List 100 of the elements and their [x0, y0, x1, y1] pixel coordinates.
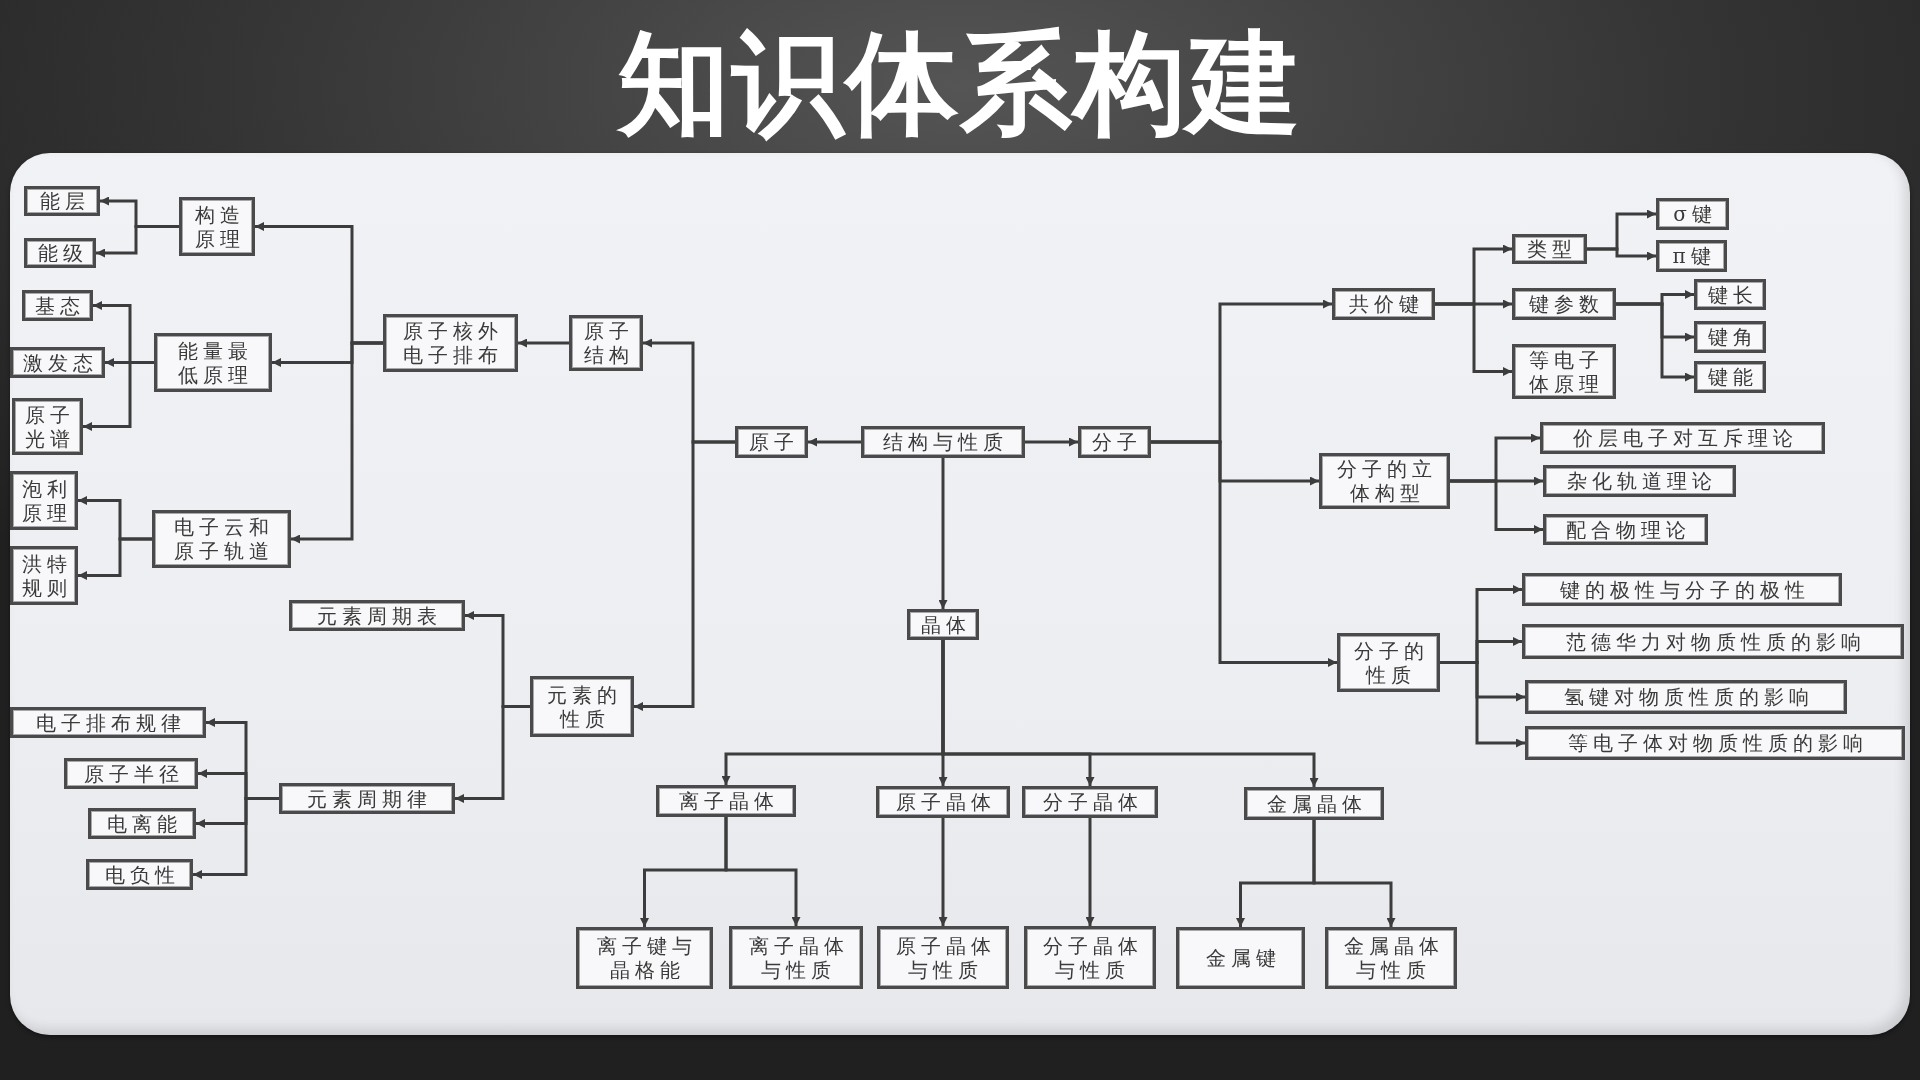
concept-box: [10, 546, 78, 605]
concept-box: [1244, 787, 1384, 820]
concept-label: 离子晶体与性质: [747, 933, 849, 982]
concept-box: [1525, 726, 1905, 760]
concept-label: 分子的立体构型: [1336, 457, 1438, 505]
concept-box: [1656, 198, 1729, 230]
concept-box: [1694, 321, 1766, 353]
concept-box: [907, 609, 979, 640]
concept-box: [86, 859, 193, 890]
concept-label: 激发态: [21, 350, 98, 375]
concept-label: 等电子体对物质性质的影响: [1566, 731, 1868, 755]
arrow: [291, 341, 383, 544]
concept-box: [1525, 680, 1847, 714]
concept-label: 金属晶体: [1265, 791, 1367, 816]
concept-label: 离子键与晶格能: [596, 934, 698, 982]
concept-label: 能级: [36, 241, 88, 265]
arrow: [1025, 437, 1078, 447]
concept-label: 泡利原理: [20, 476, 72, 525]
arrow: [96, 225, 179, 258]
arrow: [938, 818, 948, 926]
concept-label: 金属键: [1204, 946, 1281, 970]
concept-label: 共价键: [1347, 292, 1424, 316]
title: 知识体系构建: [618, 22, 1302, 146]
arrow: [724, 817, 801, 926]
concept-box: [735, 426, 808, 458]
concept-box: [576, 927, 713, 989]
concept-label: 杂化轨道理论: [1566, 469, 1717, 493]
arrow: [808, 437, 861, 447]
concept-label: 键角: [1706, 325, 1758, 349]
concept-box: [1522, 624, 1904, 659]
concept-box: [279, 783, 455, 814]
concept-box: [1337, 633, 1440, 692]
arrow: [518, 338, 569, 348]
concept-label: 原子半径: [82, 761, 184, 786]
concept-box: [1694, 361, 1766, 393]
concept-box: [10, 471, 78, 530]
arrow: [1312, 820, 1396, 927]
concept-label: 氢键对物质性质的影响: [1562, 685, 1814, 709]
concept-label: 金属晶体与性质: [1342, 934, 1444, 982]
concept-label: 键长: [1706, 282, 1758, 307]
concept-box: [1543, 465, 1736, 497]
concept-label: 能量最低原理: [177, 338, 254, 387]
concept-label: σ键: [1672, 202, 1717, 226]
concept-box: [1656, 240, 1727, 272]
arrow: [1085, 818, 1095, 926]
concept-box: [876, 786, 1010, 818]
arrow: [1587, 247, 1656, 261]
concept-box: [729, 926, 863, 989]
concept-box: [1512, 288, 1616, 320]
concept-label: 电负性: [103, 862, 180, 887]
concept-label: 分子晶体: [1041, 790, 1143, 814]
concept-box: [877, 926, 1009, 989]
arrow: [941, 640, 1319, 787]
arrow: [455, 705, 530, 803]
concept-label: 配合物理论: [1564, 517, 1691, 542]
arrow: [1435, 302, 1512, 376]
concept-label: 分子晶体与性质: [1041, 933, 1143, 982]
concept-label: 元素的性质: [546, 682, 623, 731]
arrow: [1450, 479, 1543, 534]
concept-label: 基态: [34, 293, 85, 318]
concept-box: [24, 238, 96, 268]
concept-label: 晶体: [919, 612, 971, 637]
concept-label: 原子核外电子排布: [402, 319, 504, 367]
concept-box: [1543, 514, 1708, 545]
arrow: [83, 361, 154, 431]
arrow: [1440, 661, 1525, 748]
concept-box: [10, 707, 206, 738]
concept-label: 构造原理: [193, 202, 245, 251]
concept-box: [1325, 927, 1457, 989]
concept-box: [289, 600, 465, 631]
arrow: [634, 440, 735, 711]
concept-label: 原子晶体与性质: [894, 933, 996, 982]
concept-box: [1540, 422, 1825, 454]
concept-box: [1512, 344, 1616, 399]
concept-label: 能层: [38, 189, 90, 213]
concept-label: 原子光谱: [24, 402, 76, 451]
concept-box: [64, 758, 198, 789]
concept-box: [1512, 234, 1587, 264]
concept-label: 分子: [1091, 430, 1142, 454]
concept-label: 洪特规则: [20, 551, 72, 600]
concept-box: [88, 808, 196, 839]
concept-label: 电离能: [106, 811, 182, 836]
concept-label: 结构与性质: [882, 430, 1008, 454]
concept-box: [1176, 927, 1305, 989]
arrow: [193, 797, 279, 879]
concept-label: 离子晶体: [677, 789, 779, 813]
concept-box: [12, 398, 83, 455]
concept-box: [1022, 786, 1158, 818]
concept-box: [154, 333, 272, 392]
concept-box: [1024, 926, 1156, 989]
concept-box: [656, 785, 796, 817]
concept-box: [1319, 453, 1450, 509]
arrow: [1616, 302, 1694, 382]
concept-label: 键能: [1706, 365, 1758, 389]
concept-label: 原子晶体: [894, 790, 996, 814]
concept-box: [383, 314, 518, 372]
arrow: [938, 458, 948, 609]
concept-label: 范德华力对物质性质的影响: [1564, 629, 1866, 654]
concept-label: 价层电子对互斥理论: [1571, 426, 1798, 450]
concept-box: [1332, 288, 1435, 320]
